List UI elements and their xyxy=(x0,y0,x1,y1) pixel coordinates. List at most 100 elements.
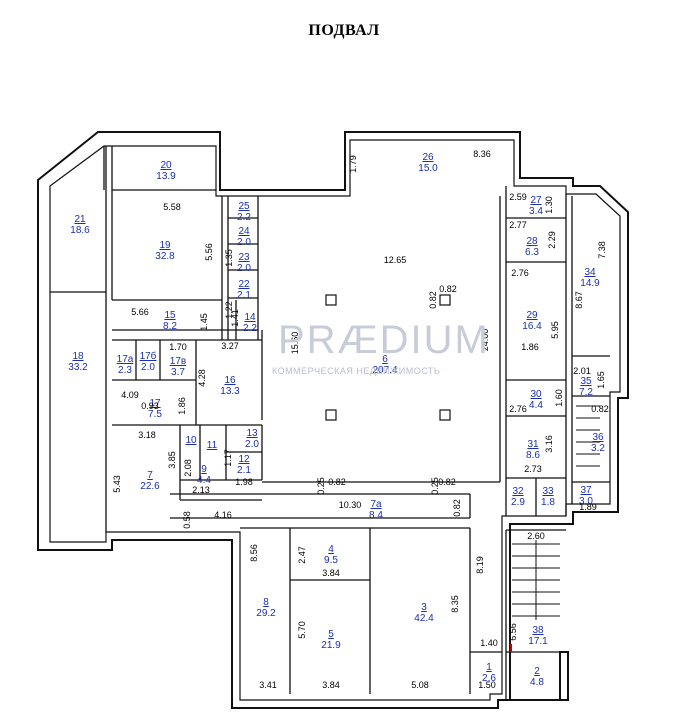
dimension-label: 0.58 xyxy=(182,511,192,529)
dimension-label: 5.56 xyxy=(204,243,214,261)
room-35-label: 357.2 xyxy=(579,376,593,398)
dimension-label: 1.22 xyxy=(224,301,234,319)
dimension-label: 0.93 xyxy=(141,401,159,411)
dimension-label: 7.38 xyxy=(597,241,607,259)
room-25-area: 2.2 xyxy=(237,212,251,223)
room-11-number: 11 xyxy=(207,440,218,451)
room-12-number: 12 xyxy=(238,454,250,465)
dimension-label: 24.00 xyxy=(480,329,490,352)
dimension-label: 3.84 xyxy=(322,568,340,578)
dimension-label: 1.86 xyxy=(177,397,187,415)
dimension-label: 2.01 xyxy=(573,366,591,376)
room-30-number: 30 xyxy=(530,389,542,400)
dimension-label: 4.28 xyxy=(197,369,207,387)
room-24-number: 24 xyxy=(238,226,250,237)
room-33-label: 331.8 xyxy=(541,486,555,508)
dimension-label: 3.41 xyxy=(259,680,277,690)
room-7a-number: 7а xyxy=(370,499,382,510)
room-7-area: 22.6 xyxy=(140,481,160,492)
dimension-label: 2.47 xyxy=(297,546,307,564)
exit-mark xyxy=(510,644,512,652)
dimension-label: 5.08 xyxy=(411,680,429,690)
room-26-area: 15.0 xyxy=(418,163,438,174)
room-30-label: 304.4 xyxy=(529,389,543,411)
room-labels: 12.624.8342.449.5521.96207.4722.67а8.482… xyxy=(68,152,605,688)
room-17a-number: 17а xyxy=(117,354,134,365)
columns xyxy=(325,294,451,421)
room-10-label: 10 xyxy=(185,435,197,446)
dimension-label: 1.35 xyxy=(224,249,234,267)
room-17-label: 177.5 xyxy=(148,398,162,420)
dimension-label: 5.70 xyxy=(297,621,307,639)
room-9-label: 94.4 xyxy=(197,464,211,486)
room-18-area: 33.2 xyxy=(68,362,88,373)
room-13-label: 132.0 xyxy=(245,428,259,450)
room-6-number: 6 xyxy=(382,354,388,365)
dimension-label: 0.82 xyxy=(438,477,456,487)
dimension-label: 1.65 xyxy=(596,371,606,389)
room-31-label: 318.6 xyxy=(526,439,540,461)
room-35-area: 7.2 xyxy=(579,387,593,398)
room-28-label: 286.3 xyxy=(525,236,539,258)
room-36-number: 36 xyxy=(592,432,604,443)
room-32-area: 2.9 xyxy=(511,497,525,508)
dimension-label: 1.70 xyxy=(169,342,187,352)
dimension-label: 15.60 xyxy=(290,332,300,355)
dimension-label: 2.60 xyxy=(527,531,545,541)
dimension-label: 2.76 xyxy=(511,268,529,278)
room-7-label: 722.6 xyxy=(140,470,160,492)
dimension-label: 1.86 xyxy=(521,342,539,352)
room-15-number: 15 xyxy=(164,310,176,321)
room-7a-label: 7а8.4 xyxy=(369,499,383,521)
dimension-label: 2.29 xyxy=(547,231,557,249)
dimension-label: 8.67 xyxy=(574,291,584,309)
partitions xyxy=(50,146,610,700)
walls xyxy=(37,131,629,709)
room-17b-number: 17б xyxy=(140,350,157,362)
floor-title: ПОДВАЛ xyxy=(308,22,380,39)
room-21-area: 18.6 xyxy=(70,225,90,236)
room-32-label: 322.9 xyxy=(511,486,525,508)
room-22-label: 222.1 xyxy=(237,279,251,301)
room-2-number: 2 xyxy=(534,666,540,677)
room-18-number: 18 xyxy=(72,351,84,362)
dimension-label: 2.77 xyxy=(509,220,527,230)
room-38-number: 38 xyxy=(532,625,544,636)
dimension-label: 3.18 xyxy=(138,430,156,440)
dimension-label: 1.41 xyxy=(230,309,240,327)
inner-wall xyxy=(49,139,621,701)
dimension-label: 12.65 xyxy=(384,255,407,265)
dimension-label: 3.16 xyxy=(544,435,554,453)
dimension-label: 1.89 xyxy=(579,502,597,512)
dimension-label: 8.19 xyxy=(475,556,485,574)
room-23-number: 23 xyxy=(238,252,250,263)
column-marker xyxy=(325,409,337,421)
room-27-label: 273.4 xyxy=(529,195,543,217)
room-19-number: 19 xyxy=(159,240,171,251)
dimension-label: 0.82 xyxy=(452,499,462,517)
room-17-area: 7.5 xyxy=(148,409,162,420)
room-12-area: 2.1 xyxy=(237,465,251,476)
dimension-label: 2.08 xyxy=(183,459,193,477)
room-3-number: 3 xyxy=(421,602,427,613)
dimension-label: 8.35 xyxy=(450,595,460,613)
room-16-area: 13.3 xyxy=(220,386,240,397)
column-marker xyxy=(439,294,451,306)
dimension-label: 1.50 xyxy=(478,680,496,690)
room-21-number: 21 xyxy=(74,214,86,225)
room-2-area: 4.8 xyxy=(530,677,544,688)
room-20-area: 13.9 xyxy=(156,171,176,182)
dimension-label: 4.16 xyxy=(214,510,232,520)
dimension-label: 1.17 xyxy=(223,449,233,467)
room-15-area: 8.2 xyxy=(163,321,177,332)
dimension-label: 1.30 xyxy=(544,196,554,214)
dimension-label: 2.59 xyxy=(509,192,527,202)
room-25-label: 252.2 xyxy=(237,201,251,223)
